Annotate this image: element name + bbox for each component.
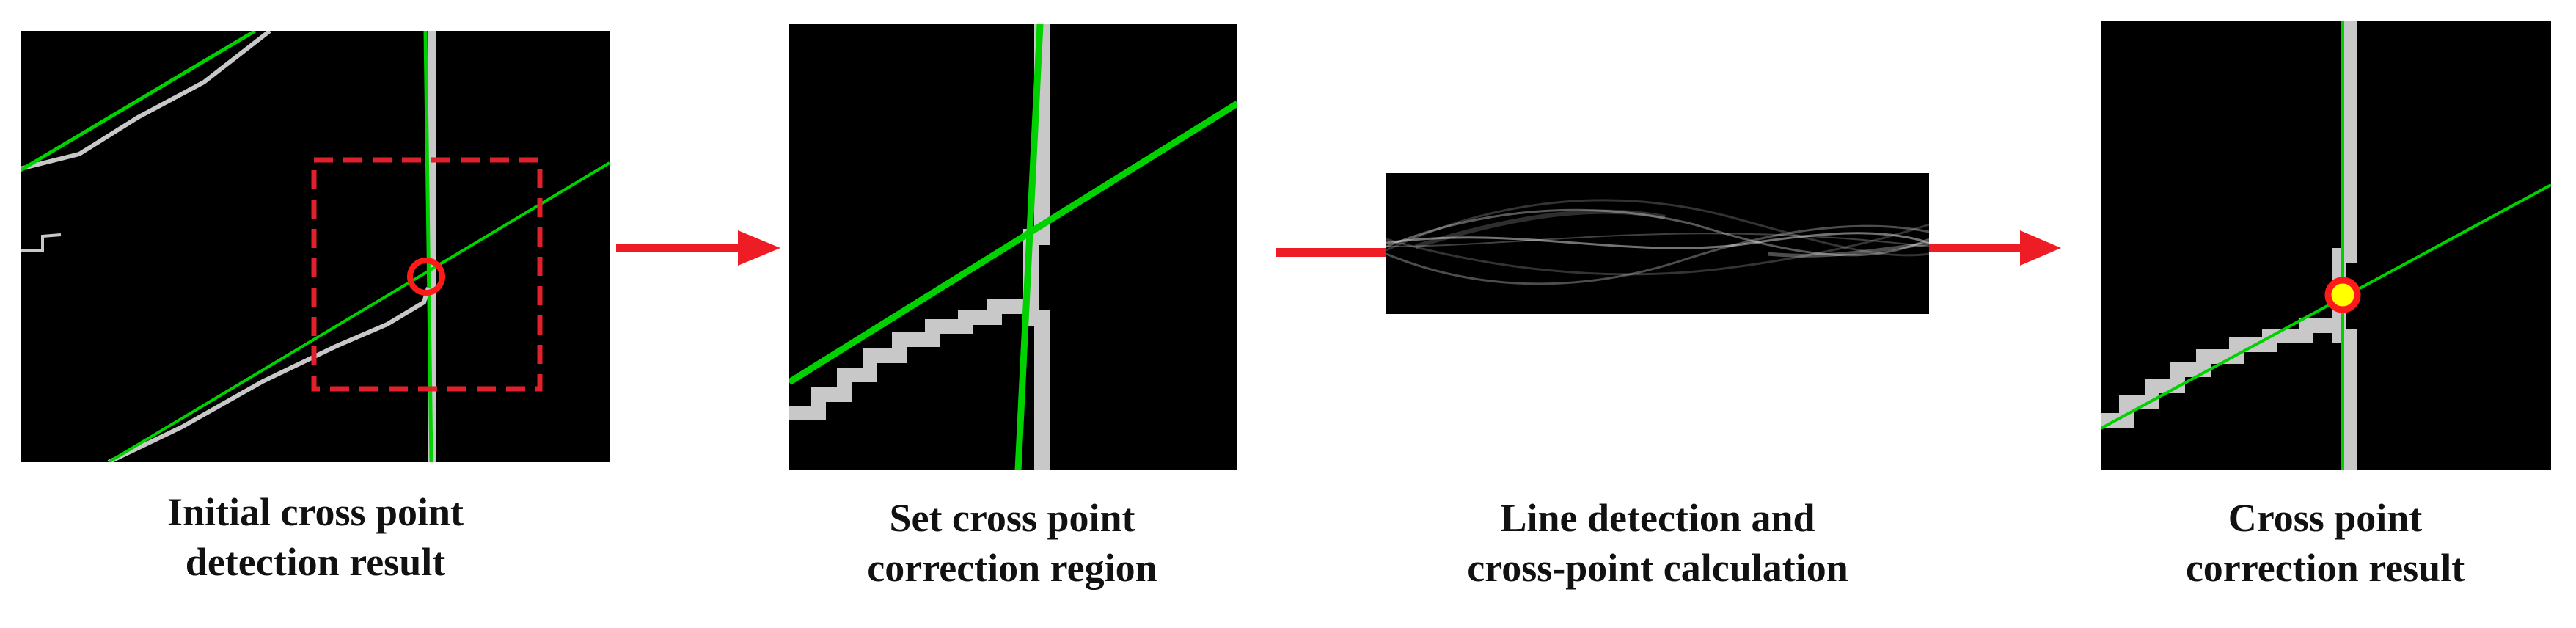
vertical-edge-pixels — [428, 31, 436, 462]
caption-line-detection: Line detection and cross-point calculati… — [1364, 493, 1951, 593]
initial-detection-image — [21, 31, 610, 462]
flow-arrow-3 — [1929, 227, 2061, 269]
lower-edge-pixels — [107, 287, 431, 462]
caption-line-1: Line detection and — [1500, 496, 1815, 540]
slanted-edge-pixels — [2101, 318, 2339, 428]
corrected-cross-point-marker — [2324, 277, 2361, 313]
caption-line-2: cross-point calculation — [1467, 546, 1848, 590]
caption-line-2: correction result — [2185, 546, 2465, 590]
vertical-detected-line — [1014, 24, 1044, 470]
correction-result-image — [2101, 21, 2551, 470]
initial-cross-point-marker — [407, 258, 445, 296]
caption-line-1: Cross point — [2228, 496, 2423, 540]
caption-line-2: detection result — [185, 540, 446, 584]
vertical-edge-pixels — [2332, 21, 2357, 470]
caption-correction-result: Cross point correction result — [2090, 493, 2560, 593]
correction-region-box — [311, 157, 543, 392]
caption-correction-region: Set cross point correction region — [755, 493, 1269, 593]
caption-line-2: correction region — [867, 546, 1157, 590]
flow-arrow-2 — [1276, 244, 1386, 261]
lower-detected-line — [107, 161, 610, 462]
caption-line-1: Initial cross point — [167, 490, 464, 534]
slanted-detected-line — [2101, 183, 2551, 430]
flow-arrow-1 — [616, 227, 780, 269]
upper-detected-line — [21, 31, 257, 172]
vertical-edge-pixels — [1023, 24, 1050, 470]
upper-edge-pixels — [21, 31, 271, 171]
slanted-edge-pixels — [789, 299, 1024, 420]
caption-initial-detection: Initial cross point detection result — [29, 487, 601, 587]
correction-region-image — [789, 24, 1237, 470]
slanted-detected-line — [789, 101, 1237, 385]
hough-accumulator-image — [1386, 173, 1929, 314]
left-fragment — [21, 233, 62, 252]
caption-line-1: Set cross point — [889, 496, 1135, 540]
